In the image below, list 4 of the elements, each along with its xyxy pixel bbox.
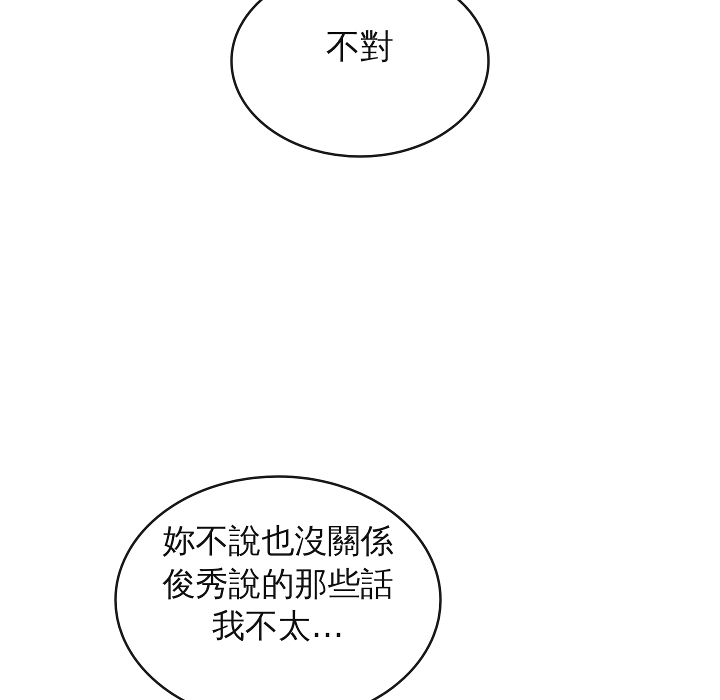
speech-text: 妳不說也沒關係俊秀說的那些話我不太… [162,520,394,648]
speech-bubble [114,475,442,700]
speech-bubble [230,0,490,158]
speech-text: 不對 [325,26,395,69]
